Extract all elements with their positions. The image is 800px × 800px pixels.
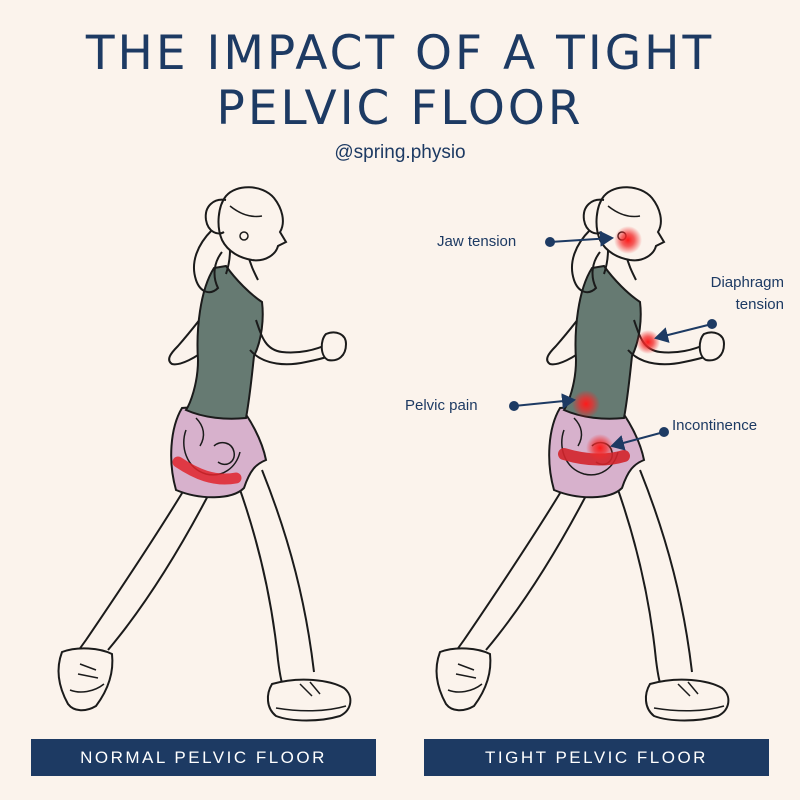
callout-jaw-tension: Jaw tension	[437, 233, 517, 250]
arrow-jaw	[545, 230, 614, 247]
title-line-2: PELVIC FLOOR	[216, 81, 584, 136]
pain-spot-diaphragm	[636, 330, 660, 354]
callout-incontinence: Incontinence	[672, 417, 758, 434]
page-title: THE IMPACT OF A TIGHT PELVIC FLOOR	[0, 26, 800, 136]
pain-spot-bladder	[586, 434, 614, 462]
pain-spot-pelvis	[572, 390, 600, 418]
callout-diaphragm-tension: Diaphragm tension	[710, 274, 784, 313]
pain-spot-jaw	[614, 226, 642, 254]
panel-label-normal: NORMAL PELVIC FLOOR	[31, 739, 376, 776]
runner-normal	[57, 186, 352, 722]
callout-pelvic-pain: Pelvic pain	[405, 397, 478, 414]
author-handle: @spring.physio	[334, 142, 466, 163]
runner-tight	[435, 186, 730, 722]
panel-label-tight: TIGHT PELVIC FLOOR	[424, 739, 769, 776]
arrow-pelvic	[509, 393, 576, 411]
arrow-incontinence	[610, 427, 669, 451]
title-line-1: THE IMPACT OF A TIGHT	[85, 26, 715, 81]
arrow-diaphragm	[654, 319, 717, 343]
pelvic-floor-normal	[172, 456, 242, 485]
